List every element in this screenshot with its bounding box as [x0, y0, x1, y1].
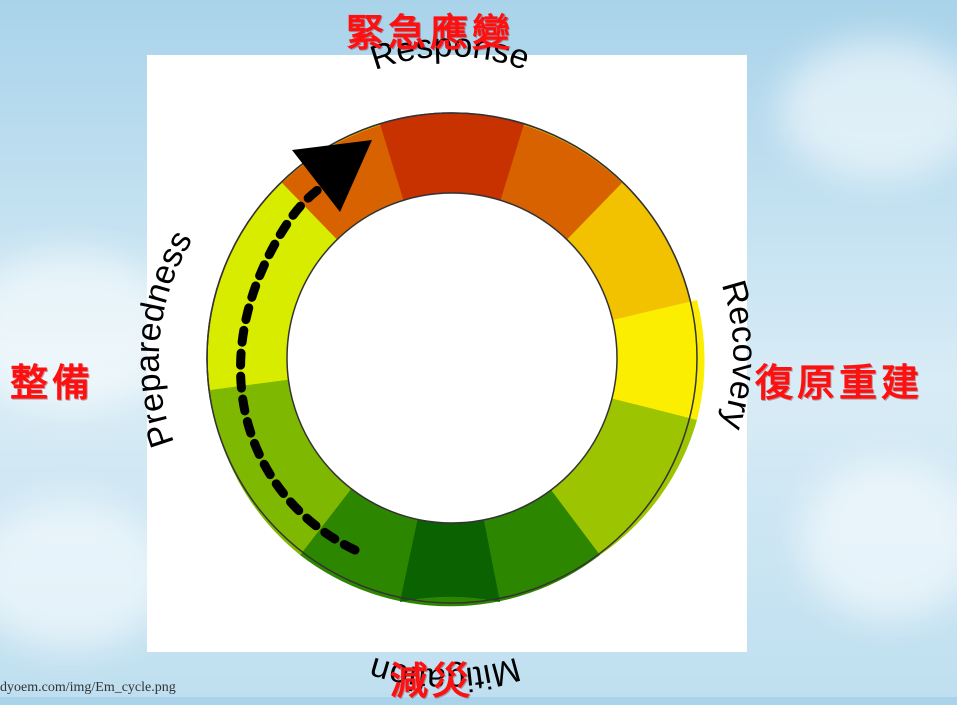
source-caption: dyoem.com/img/Em_cycle.png — [0, 680, 176, 695]
cloud — [800, 460, 957, 620]
cycle-ring — [206, 112, 705, 607]
arrow-head-icon — [292, 140, 372, 212]
cloud — [780, 40, 957, 180]
cycle-center — [286, 192, 618, 524]
label-recovery-zh: 復原重建 — [755, 360, 924, 405]
label-preparedness-zh: 整備 — [10, 360, 95, 405]
cycle-arrow — [236, 140, 372, 555]
label-mitigation-zh: 減災 — [390, 658, 475, 703]
cloud — [0, 500, 170, 650]
phase-label-preparedness: Preparedness — [129, 224, 200, 452]
label-response-zh: 緊急應變 — [346, 10, 515, 55]
